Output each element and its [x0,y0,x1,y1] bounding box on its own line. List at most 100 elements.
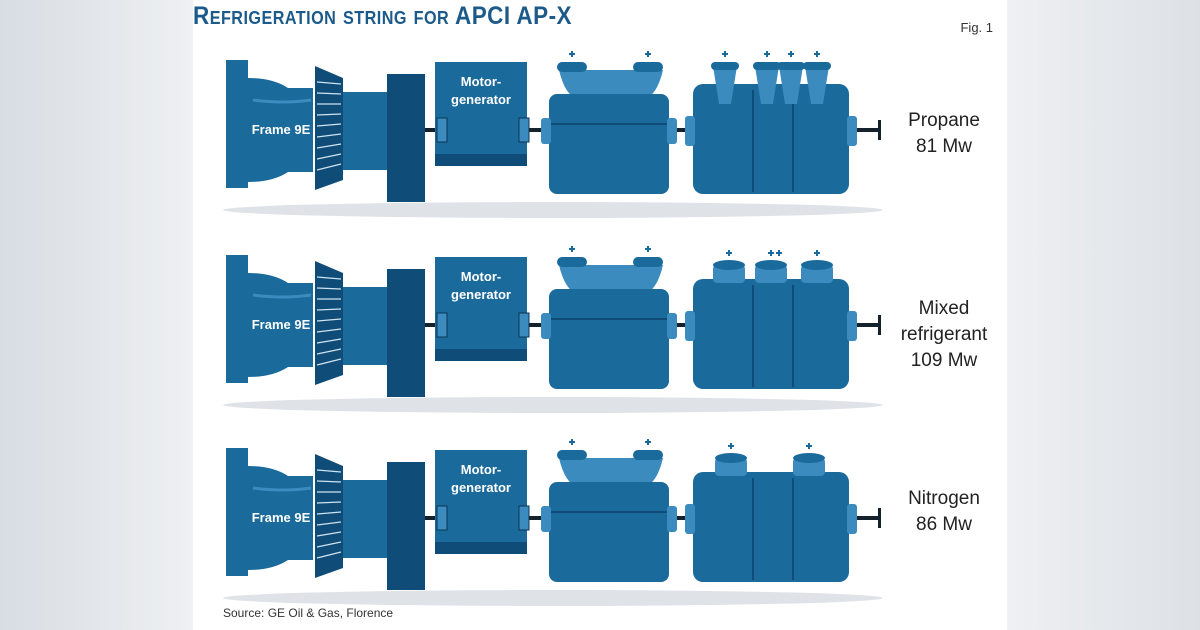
suction-nozzle [805,66,829,104]
gas-turbine: Frame 9E [226,448,425,590]
row-3-service-label: Nitrogen 86 Mw [879,486,1009,538]
motor-generator: Motor-generator [435,257,530,361]
shaft-end [878,120,881,140]
row-2-service-line-3: 109 Mw [910,350,978,371]
motor-label-line-1: Motor- [461,74,501,89]
turbine-blade [316,348,342,355]
source-note: Source: GE Oil & Gas, Florence [223,606,394,620]
compressor-1 [541,51,677,194]
turbine-blade [316,469,342,473]
turbine-body [343,480,387,558]
turbine-blade [316,163,342,171]
motor-base [435,542,527,554]
bearing-right [847,116,857,146]
compressor-2 [685,51,857,194]
turbine-blade [316,143,342,149]
turbine-blade [316,358,342,366]
figure-number: Fig. 1 [960,20,993,35]
compressor-casing [549,289,669,389]
gas-turbine: Frame 9E [226,60,425,202]
turbine-blade [316,287,342,290]
motor-coupling-right [518,505,530,531]
motor-label-line-2: generator [451,480,511,495]
machine-train-row-3: Frame 9E Motor-generator [223,439,883,606]
floor-shadow [223,590,883,606]
exhaust-collar [387,269,425,397]
casing-highlight [252,486,312,492]
row-2-service-label: Mixed refrigerant 109 Mw [879,296,1009,374]
turbine-blade [316,318,342,322]
motor-housing [435,450,527,542]
suction-nozzle [715,458,747,476]
turbine-inlet-flange [226,448,248,576]
machine-train-row-1: Frame 9E Motor-generator [223,51,883,218]
bearing-left [685,311,695,341]
suction-nozzle [755,66,779,104]
compressor-casing [693,279,849,389]
plus-icon [728,443,734,449]
motor-coupling-left [436,117,448,143]
nozzle-flange-right [633,62,663,72]
bearing-left [541,118,551,144]
turbine-blade [316,338,342,344]
turbine-body [343,287,387,365]
compressor-2 [685,443,857,582]
turbine-blade [316,328,342,333]
turbine-casing [248,78,313,182]
turbine-blade [316,521,342,526]
nozzle-flange [803,62,831,70]
motor-coupling-right [518,312,530,338]
turbine-blade [316,501,342,504]
turbine-body [343,92,387,170]
motor-base [435,349,527,361]
turbine-blade [316,81,342,85]
suction-nozzle [801,265,833,283]
compressor-casing [693,472,849,582]
row-3-service-line-2: 86 Mw [916,514,972,535]
motor-label-line-2: generator [451,92,511,107]
turbine-label: Frame 9E [252,510,311,525]
turbine-label: Frame 9E [252,317,311,332]
plus-icon [722,51,728,57]
nozzle-flange [793,453,825,463]
plus-icon [806,443,812,449]
turbine-blade [316,480,342,483]
motor-coupling-right [518,117,530,143]
plus-icon [814,250,820,256]
plus-icon [569,439,575,445]
motor-generator: Motor-generator [435,450,530,554]
gas-turbine: Frame 9E [226,255,425,397]
suction-nozzle [713,66,737,104]
nozzle-flange-left [557,62,587,72]
floor-shadow [223,397,883,413]
compressor-casing [693,84,849,194]
bearing-right [667,313,677,339]
compressor-1 [541,246,677,389]
plus-icon [768,250,774,256]
compressor-bell [315,454,343,578]
bearing-right [847,504,857,534]
turbine-blade [316,551,342,559]
nozzle-flange [777,62,805,70]
casing-highlight [252,293,312,299]
motor-housing [435,257,527,349]
plus-icon [645,439,651,445]
exhaust-collar [387,462,425,590]
nozzle-flange-left [557,450,587,460]
exhaust-collar [387,74,425,202]
bearing-right [667,506,677,532]
bearing-left [685,116,695,146]
turbine-blade [316,531,342,537]
row-1-service-line-2: 81 Mw [916,136,972,157]
plus-icon [645,51,651,57]
compressor-2 [685,250,857,389]
turbine-blade [316,541,342,548]
plus-icon [788,51,794,57]
shaft-end [878,315,881,335]
turbine-label: Frame 9E [252,122,311,137]
compressor-casing [549,482,669,582]
motor-label-line-1: Motor- [461,462,501,477]
nozzle-flange-right [633,450,663,460]
bearing-right [847,311,857,341]
